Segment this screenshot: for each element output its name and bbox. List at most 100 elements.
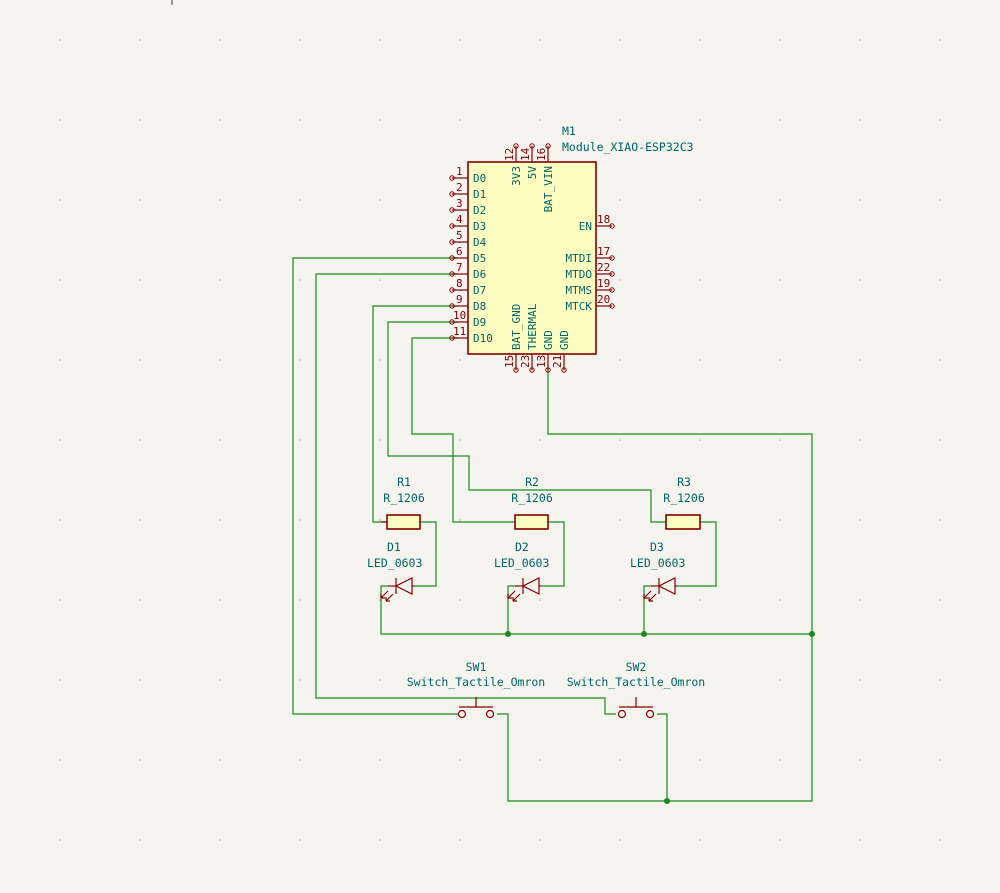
resistor-r2[interactable]: R2 R_1206 bbox=[511, 475, 553, 530]
grid-dot bbox=[939, 599, 941, 601]
resistor-body bbox=[386, 514, 421, 530]
pin-number: 16 bbox=[535, 148, 548, 161]
grid-dot bbox=[59, 119, 61, 121]
resistor-r3[interactable]: R3 R_1206 bbox=[663, 475, 705, 530]
pin-name: GND bbox=[558, 330, 571, 350]
pin-number: 10 bbox=[453, 309, 466, 322]
module-bottom-pins: 15 BAT_GND 23 THERMAL 13 GND 21 GND bbox=[503, 303, 571, 373]
grid-dot bbox=[699, 119, 701, 121]
grid-dot bbox=[299, 359, 301, 361]
module-value: Module_XIAO-ESP32C3 bbox=[562, 140, 694, 154]
switch-value: Switch_Tactile_Omron bbox=[407, 675, 545, 689]
grid-dot bbox=[299, 759, 301, 761]
led-d3[interactable]: D3 LED_0603 bbox=[630, 540, 685, 602]
grid-dot bbox=[619, 839, 621, 841]
grid-dot bbox=[379, 679, 381, 681]
grid-dot bbox=[699, 199, 701, 201]
grid-dot bbox=[619, 279, 621, 281]
grid-dot bbox=[779, 519, 781, 521]
pin-number: 18 bbox=[597, 213, 610, 226]
grid-dot bbox=[379, 279, 381, 281]
grid-dot bbox=[699, 839, 701, 841]
grid-dot bbox=[939, 439, 941, 441]
pin-number: 8 bbox=[456, 277, 463, 290]
wire-d3-cathode bbox=[643, 585, 651, 634]
grid-dot bbox=[59, 439, 61, 441]
led-value: LED_0603 bbox=[494, 556, 549, 570]
resistor-value: R_1206 bbox=[663, 491, 705, 505]
grid-dot bbox=[779, 279, 781, 281]
grid-dot bbox=[939, 199, 941, 201]
grid-dot bbox=[139, 839, 141, 841]
pin-number: 11 bbox=[453, 325, 466, 338]
wire-sw2-gnd bbox=[657, 713, 668, 801]
grid-dot bbox=[139, 759, 141, 761]
grid-dot bbox=[59, 519, 61, 521]
led-ref: D2 bbox=[515, 540, 529, 554]
pin-name: MTDI bbox=[566, 252, 593, 265]
grid-dot bbox=[219, 39, 221, 41]
pin-number: 14 bbox=[519, 147, 532, 161]
grid-dot bbox=[219, 279, 221, 281]
grid-dot bbox=[219, 679, 221, 681]
pin-name: BAT_VIN bbox=[542, 166, 555, 212]
junction-gnd-led bbox=[809, 631, 815, 637]
grid-dot bbox=[299, 279, 301, 281]
pin-name: D1 bbox=[473, 188, 486, 201]
led-value: LED_0603 bbox=[630, 556, 685, 570]
pin-name: D3 bbox=[473, 220, 486, 233]
pin-name: MTDO bbox=[566, 268, 593, 281]
grid-dot bbox=[299, 599, 301, 601]
grid-dot bbox=[779, 759, 781, 761]
grid-dot bbox=[59, 759, 61, 761]
switch-sw1[interactable]: SW1 Switch_Tactile_Omron bbox=[407, 660, 545, 719]
pin-number: 19 bbox=[597, 277, 610, 290]
grid-dot bbox=[139, 439, 141, 441]
switch-sw2[interactable]: SW2 Switch_Tactile_Omron bbox=[567, 660, 705, 719]
pin-name: EN bbox=[579, 220, 592, 233]
led-d2[interactable]: D2 LED_0603 bbox=[494, 540, 549, 602]
grid-dot bbox=[379, 759, 381, 761]
grid-dot bbox=[539, 759, 541, 761]
grid-dot bbox=[139, 39, 141, 41]
grid-dot bbox=[859, 759, 861, 761]
module-m1[interactable]: M1 Module_XIAO-ESP32C3 1 D0 2 D1 3 D2 4 … bbox=[449, 124, 694, 373]
wire-d8-r1 bbox=[372, 305, 458, 523]
grid-dots bbox=[59, 39, 941, 841]
wire-r3-d3 bbox=[677, 521, 717, 587]
pin-name: MTMS bbox=[566, 284, 593, 297]
led-d1[interactable]: D1 LED_0603 bbox=[367, 540, 422, 602]
pin-number: 20 bbox=[597, 293, 610, 306]
grid-dot bbox=[459, 199, 461, 201]
pin-number: 5 bbox=[456, 229, 463, 242]
grid-dot bbox=[539, 679, 541, 681]
pin-name: D8 bbox=[473, 300, 486, 313]
grid-dot bbox=[299, 679, 301, 681]
grid-dot bbox=[619, 759, 621, 761]
pin-name: D10 bbox=[473, 332, 493, 345]
resistor-ref: R1 bbox=[397, 475, 411, 489]
resistor-body bbox=[514, 514, 549, 530]
wires bbox=[292, 257, 815, 804]
grid-dot bbox=[779, 199, 781, 201]
grid-dot bbox=[299, 519, 301, 521]
grid-dot bbox=[619, 599, 621, 601]
pin-name: D0 bbox=[473, 172, 486, 185]
grid-dot bbox=[939, 279, 941, 281]
grid-dot bbox=[219, 519, 221, 521]
pin-number: 22 bbox=[597, 261, 610, 274]
pin-name: D4 bbox=[473, 236, 487, 249]
grid-dot bbox=[939, 39, 941, 41]
grid-dot bbox=[459, 839, 461, 841]
pin-name: 5V bbox=[526, 166, 539, 180]
grid-dot bbox=[539, 359, 541, 361]
grid-dot bbox=[139, 599, 141, 601]
resistor-r1[interactable]: R1 R_1206 bbox=[381, 475, 425, 530]
grid-dot bbox=[459, 119, 461, 121]
wire-d6-sw2 bbox=[315, 273, 616, 715]
grid-dot bbox=[539, 599, 541, 601]
grid-dot bbox=[379, 359, 381, 361]
pin-name: D9 bbox=[473, 316, 486, 329]
grid-dot bbox=[939, 759, 941, 761]
module-left-pins: 1 D0 2 D1 3 D2 4 D3 5 D4 6 D5 7 D6 8 D7 bbox=[449, 165, 493, 345]
